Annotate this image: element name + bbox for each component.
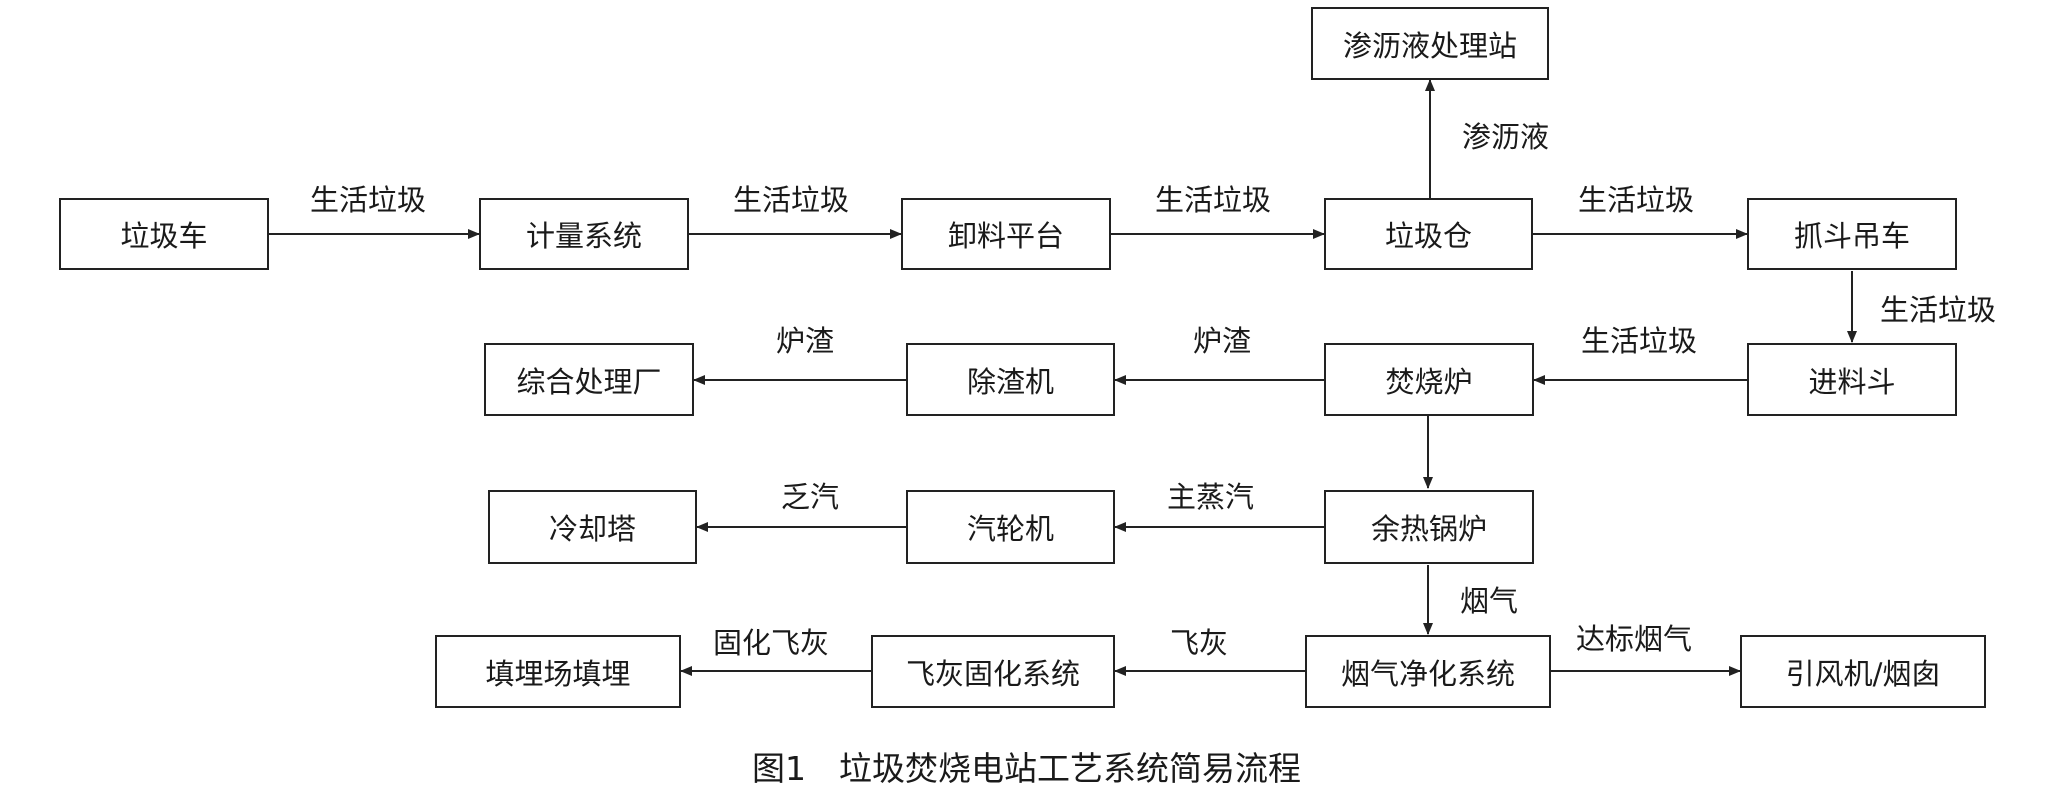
node-garbage-bunker: 垃圾仓 — [1324, 198, 1533, 270]
node-leachate-station: 渗沥液处理站 — [1311, 7, 1549, 80]
edge-label-unloading-bunker: 生活垃圾 — [1155, 183, 1272, 217]
edge-label-boiler-turbine: 主蒸汽 — [1167, 480, 1255, 514]
node-grab-crane: 抓斗吊车 — [1747, 198, 1957, 270]
edge-label-truck-weighing: 生活垃圾 — [310, 183, 427, 217]
edge-label-turbine-cooling: 乏汽 — [781, 480, 840, 514]
edge-label-boiler-flue: 烟气 — [1460, 584, 1519, 618]
node-landfill: 填埋场填埋 — [435, 635, 681, 708]
node-slag-remover: 除渣机 — [906, 343, 1115, 416]
edge-label-flyash-landfill: 固化飞灰 — [713, 626, 830, 660]
node-fan-chimney: 引风机/烟囱 — [1740, 635, 1986, 708]
edge-label-flue-flyash: 飞灰 — [1170, 626, 1229, 660]
node-waste-heat-boiler: 余热锅炉 — [1324, 490, 1534, 564]
edge-label-crane-hopper: 生活垃圾 — [1880, 293, 1997, 327]
node-flue-gas-cleaning: 烟气净化系统 — [1305, 635, 1551, 708]
node-treatment-plant: 综合处理厂 — [484, 343, 694, 416]
node-feed-hopper: 进料斗 — [1747, 343, 1957, 416]
edge-label-bunker-crane: 生活垃圾 — [1578, 183, 1695, 217]
edge-label-flue-fan: 达标烟气 — [1576, 622, 1693, 656]
node-garbage-truck: 垃圾车 — [59, 198, 269, 270]
edge-label-bunker-leachate: 渗沥液 — [1462, 120, 1550, 154]
node-cooling-tower: 冷却塔 — [488, 490, 697, 564]
edge-label-slag-plant: 炉渣 — [776, 324, 835, 358]
node-incinerator: 焚烧炉 — [1324, 343, 1534, 416]
node-fly-ash-solidification: 飞灰固化系统 — [871, 635, 1115, 708]
figure-caption: 图1 垃圾焚烧电站工艺系统简易流程 — [752, 749, 1301, 788]
edge-label-incinerator-slag: 炉渣 — [1193, 324, 1252, 358]
node-unloading-platform: 卸料平台 — [901, 198, 1111, 270]
edge-label-weighing-unloading: 生活垃圾 — [733, 183, 850, 217]
node-weighing-system: 计量系统 — [479, 198, 689, 270]
node-steam-turbine: 汽轮机 — [906, 490, 1115, 564]
edge-label-hopper-incinerator: 生活垃圾 — [1581, 324, 1698, 358]
